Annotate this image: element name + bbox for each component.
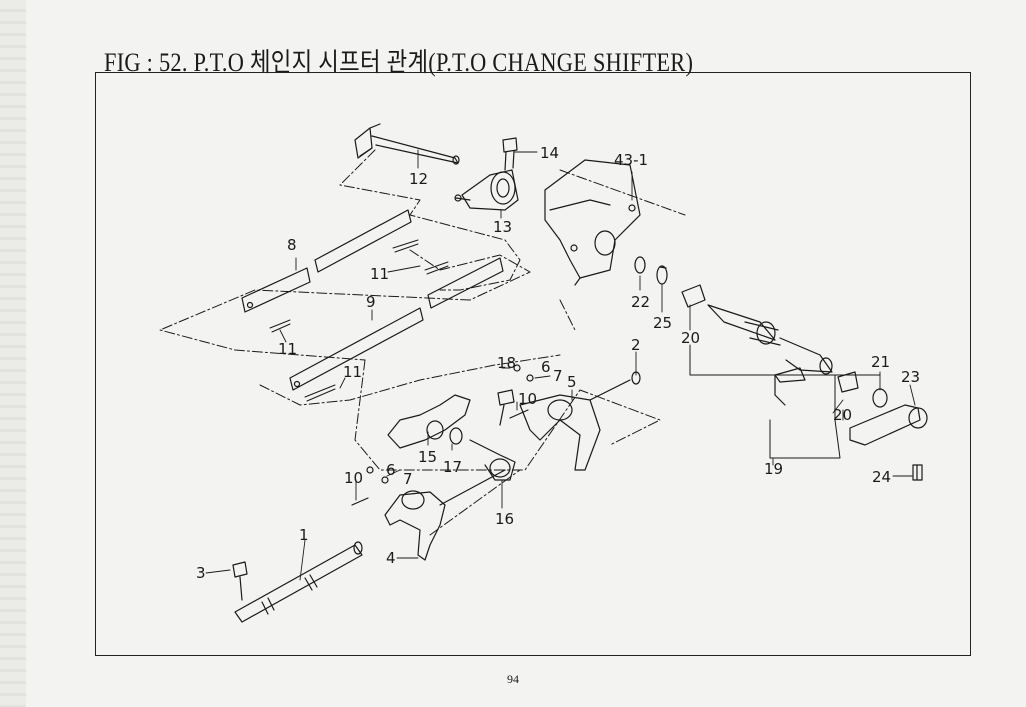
part-labels: 12 13 14 43-1 8 11 9 11 11 22 25 20 2 18… xyxy=(196,144,920,582)
label-20a: 20 xyxy=(681,329,700,347)
label-5: 5 xyxy=(567,373,577,391)
assembly-guide-lines xyxy=(159,149,686,536)
label-11b: 11 xyxy=(278,340,297,358)
part-1-shift-rod xyxy=(234,541,363,623)
part-14-bolt xyxy=(502,137,518,171)
assembly-leaders xyxy=(689,344,881,459)
part-19-shaft xyxy=(707,304,833,406)
label-6a: 6 xyxy=(541,358,551,376)
label-18: 18 xyxy=(497,354,516,372)
label-24: 24 xyxy=(872,468,891,486)
label-3: 3 xyxy=(196,564,206,582)
label-7b: 7 xyxy=(403,470,413,488)
label-23: 23 xyxy=(901,368,920,386)
label-10b: 10 xyxy=(344,469,363,487)
part-43-1-housing xyxy=(544,159,641,286)
label-8: 8 xyxy=(287,236,297,254)
part-5-fork xyxy=(519,371,641,471)
page-number: 94 xyxy=(507,672,519,686)
label-11a: 11 xyxy=(370,265,389,283)
label-25: 25 xyxy=(653,314,672,332)
label-43-1: 43-1 xyxy=(614,151,648,169)
label-22: 22 xyxy=(631,293,650,311)
part-20-collar xyxy=(681,284,706,308)
label-12: 12 xyxy=(409,170,428,188)
part-20b-collar xyxy=(837,371,859,393)
label-20b: 20 xyxy=(833,406,852,424)
label-17: 17 xyxy=(443,458,462,476)
label-6b: 6 xyxy=(386,461,396,479)
label-1: 1 xyxy=(299,526,309,544)
label-4: 4 xyxy=(386,549,396,567)
part-23-arm xyxy=(849,404,928,446)
part-13-bracket xyxy=(454,169,519,211)
part-21-roller xyxy=(872,388,888,408)
label-2: 2 xyxy=(631,336,641,354)
part-15-detent-plate xyxy=(387,394,471,449)
label-7a: 7 xyxy=(553,367,563,385)
label-21: 21 xyxy=(871,353,890,371)
leader-lines xyxy=(205,149,916,581)
part-18-bolt xyxy=(497,389,515,426)
parts-6-7-10-small xyxy=(351,364,534,506)
part-22-ring xyxy=(634,256,646,274)
figure-frame xyxy=(95,72,971,656)
label-11c: 11 xyxy=(343,363,362,381)
part-3-bolt xyxy=(232,561,248,601)
label-9: 9 xyxy=(366,293,376,311)
part-16-arm xyxy=(469,439,516,481)
label-10a: 10 xyxy=(518,390,537,408)
part-11-pins xyxy=(269,239,449,402)
part-12-pin xyxy=(354,123,460,165)
label-16: 16 xyxy=(495,510,514,528)
part-25-snap-ring xyxy=(656,265,668,285)
part-24-pin xyxy=(912,464,923,481)
part-17-ring xyxy=(449,427,463,445)
part-9-plate xyxy=(289,307,424,391)
part-8-plates xyxy=(241,209,504,313)
label-14: 14 xyxy=(540,144,559,162)
binder-edge xyxy=(0,0,26,707)
label-19: 19 xyxy=(764,460,783,478)
label-13: 13 xyxy=(493,218,512,236)
label-15: 15 xyxy=(418,448,437,466)
